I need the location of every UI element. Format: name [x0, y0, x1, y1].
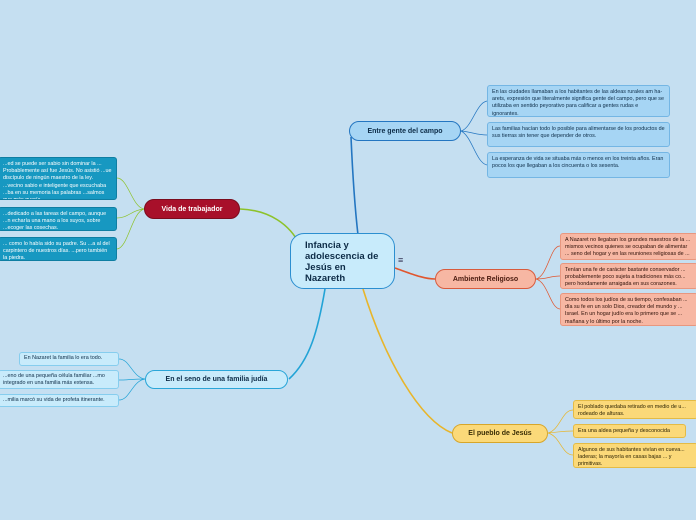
- branch-vida-trabajador[interactable]: Vida de trabajador: [144, 199, 240, 219]
- leaf-entre-gente-2[interactable]: Las familias hacían todo lo posible para…: [487, 122, 670, 147]
- leaf-ambiente-1[interactable]: A Nazaret no llegaban los grandes maestr…: [560, 233, 696, 260]
- leaf-seno-familia-2[interactable]: ...eno de una pequeña célula familiar ..…: [0, 370, 119, 389]
- leaf-seno-familia-3[interactable]: ...milia marcó su vida de profeta itiner…: [0, 394, 119, 407]
- branch-entre-gente[interactable]: Entre gente del campo: [349, 121, 461, 141]
- link-ambiente: [394, 267, 436, 280]
- branch-seno-familia[interactable]: En el seno de una familia judía: [145, 370, 288, 389]
- leaf-ambiente-2[interactable]: Tenían una fe de carácter bastante conse…: [560, 263, 696, 289]
- leaf-vida-trabajador-3[interactable]: ... como lo había sido su padre. Su ...a…: [0, 237, 117, 261]
- leaf-vida-trabajador-1[interactable]: ...ed se puede ser sabio sin dominar la …: [0, 157, 117, 200]
- menu-icon[interactable]: ≡: [398, 255, 404, 265]
- leaf-pueblo-2[interactable]: Era una aldea pequeña y desconocida: [573, 424, 686, 438]
- branch-pueblo-jesus[interactable]: El pueblo de Jesús: [452, 424, 548, 443]
- link-pueblo: [362, 288, 453, 434]
- leaf-ambiente-3[interactable]: Como todos los judíos de su tiempo, conf…: [560, 293, 696, 326]
- leaf-pueblo-3[interactable]: Algunos de sus habitantes vivían en cuev…: [573, 443, 696, 468]
- branch-ambiente-religioso[interactable]: Ambiente Religioso: [435, 269, 536, 289]
- link-entre-gente: [350, 136, 359, 236]
- link-seno-familia: [288, 288, 326, 380]
- central-topic[interactable]: Infancia y adolescencia de Jesús en Naza…: [290, 233, 395, 289]
- leaf-entre-gente-3[interactable]: La esperanza de vida se situaba más o me…: [487, 152, 670, 178]
- leaf-entre-gente-1[interactable]: En las ciudades llamaban a los habitante…: [487, 85, 670, 117]
- leaf-vida-trabajador-2[interactable]: ...dedicado a las tareas del campo, aunq…: [0, 207, 117, 231]
- leaf-seno-familia-1[interactable]: En Nazaret la familia lo era todo.: [19, 352, 119, 366]
- leaf-pueblo-1[interactable]: El poblado quedaba retirado en medio de …: [573, 400, 696, 419]
